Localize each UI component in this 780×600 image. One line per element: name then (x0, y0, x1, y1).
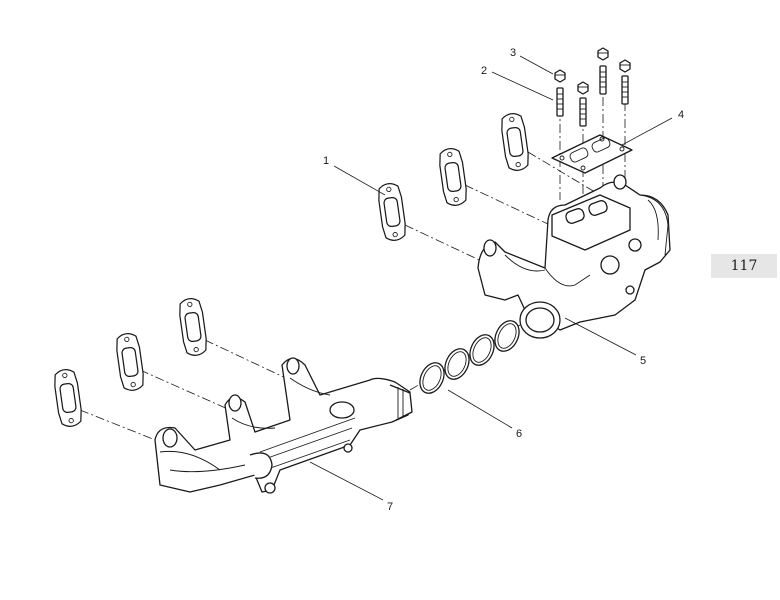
front-exhaust-manifold (154, 357, 413, 494)
gasket-front-1 (52, 367, 84, 429)
page-number-tab: 117 (711, 254, 777, 278)
callouts: 1 2 3 4 5 6 7 (323, 47, 684, 513)
nuts (554, 47, 631, 95)
callout-4: 4 (678, 109, 684, 121)
gasket-front-3 (177, 296, 209, 358)
callout-2: 2 (481, 65, 487, 77)
gasket-front-2 (114, 331, 146, 393)
callout-1: 1 (323, 155, 329, 167)
gasket-rear-3 (499, 111, 531, 173)
gasket-rear-2 (437, 146, 469, 208)
rear-exhaust-manifold (477, 174, 671, 339)
gasket-rear-1 (376, 181, 408, 243)
callout-6: 6 (516, 428, 522, 440)
callout-7: 7 (387, 501, 393, 513)
callout-5: 5 (640, 355, 646, 367)
callout-3: 3 (510, 47, 516, 59)
leader-lines (309, 55, 673, 501)
o-ring-seals (419, 320, 520, 394)
turbo-flange-gasket (551, 134, 633, 174)
studs (556, 65, 629, 127)
